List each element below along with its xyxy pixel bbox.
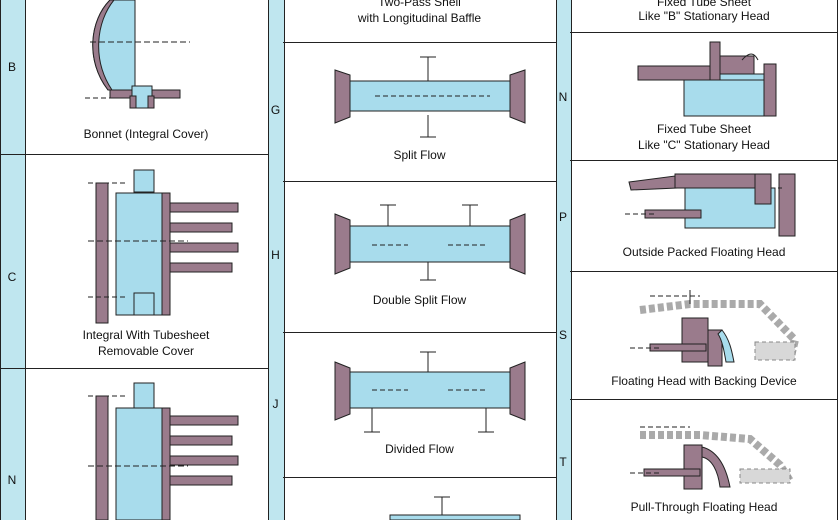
fixed-c-diagram bbox=[637, 41, 777, 117]
caption-fixed-b-l1: Fixed Tube Sheet bbox=[656, 0, 752, 9]
letter-b: B bbox=[7, 60, 16, 74]
caption-divided-flow: Divided Flow bbox=[385, 442, 454, 456]
letter-n-right: N bbox=[558, 90, 568, 104]
bonnet-diagram bbox=[85, 0, 190, 109]
outside-packed-diagram bbox=[625, 173, 796, 237]
letter-p: P bbox=[558, 210, 567, 224]
double-split-flow-diagram bbox=[334, 204, 526, 281]
left-letter-strip bbox=[0, 0, 26, 520]
letter-s: S bbox=[558, 328, 567, 342]
letter-h: H bbox=[271, 248, 280, 262]
caption-integral-l2: Removable Cover bbox=[97, 344, 195, 358]
caption-pull-through: Pull-Through Floating Head bbox=[630, 500, 778, 514]
letter-t: T bbox=[559, 455, 567, 469]
caption-integral-l1: Integral With Tubesheet bbox=[82, 328, 210, 342]
caption-bonnet: Bonnet (Integral Cover) bbox=[83, 127, 209, 141]
middle-letter-strip bbox=[268, 0, 285, 520]
left-n-diagram bbox=[88, 382, 239, 520]
pull-through-diagram bbox=[630, 426, 794, 490]
divided-flow-diagram bbox=[334, 351, 526, 433]
letter-j: J bbox=[272, 397, 279, 411]
middle-bottom-diagram bbox=[389, 496, 521, 520]
letter-n-left: N bbox=[7, 473, 17, 487]
caption-fixed-b-l2: Like "B" Stationary Head bbox=[638, 9, 770, 23]
integral-tubesheet-diagram bbox=[88, 169, 239, 324]
caption-fixed-c-l2: Like "C" Stationary Head bbox=[638, 138, 770, 152]
right-letter-strip bbox=[556, 0, 572, 520]
caption-double-split-flow: Double Split Flow bbox=[372, 293, 467, 307]
caption-two-pass-l1: Two-Pass Shell bbox=[378, 0, 461, 9]
split-flow-diagram bbox=[334, 56, 526, 138]
letter-g: G bbox=[270, 103, 281, 117]
caption-backing-device: Floating Head with Backing Device bbox=[611, 374, 797, 388]
letter-c-left: C bbox=[7, 270, 17, 284]
caption-split-flow: Split Flow bbox=[393, 148, 446, 162]
caption-two-pass-l2: with Longitudinal Baffle bbox=[357, 11, 482, 25]
backing-device-diagram bbox=[630, 290, 800, 367]
caption-outside-packed: Outside Packed Floating Head bbox=[622, 245, 786, 259]
caption-fixed-c-l1: Fixed Tube Sheet bbox=[656, 122, 752, 136]
